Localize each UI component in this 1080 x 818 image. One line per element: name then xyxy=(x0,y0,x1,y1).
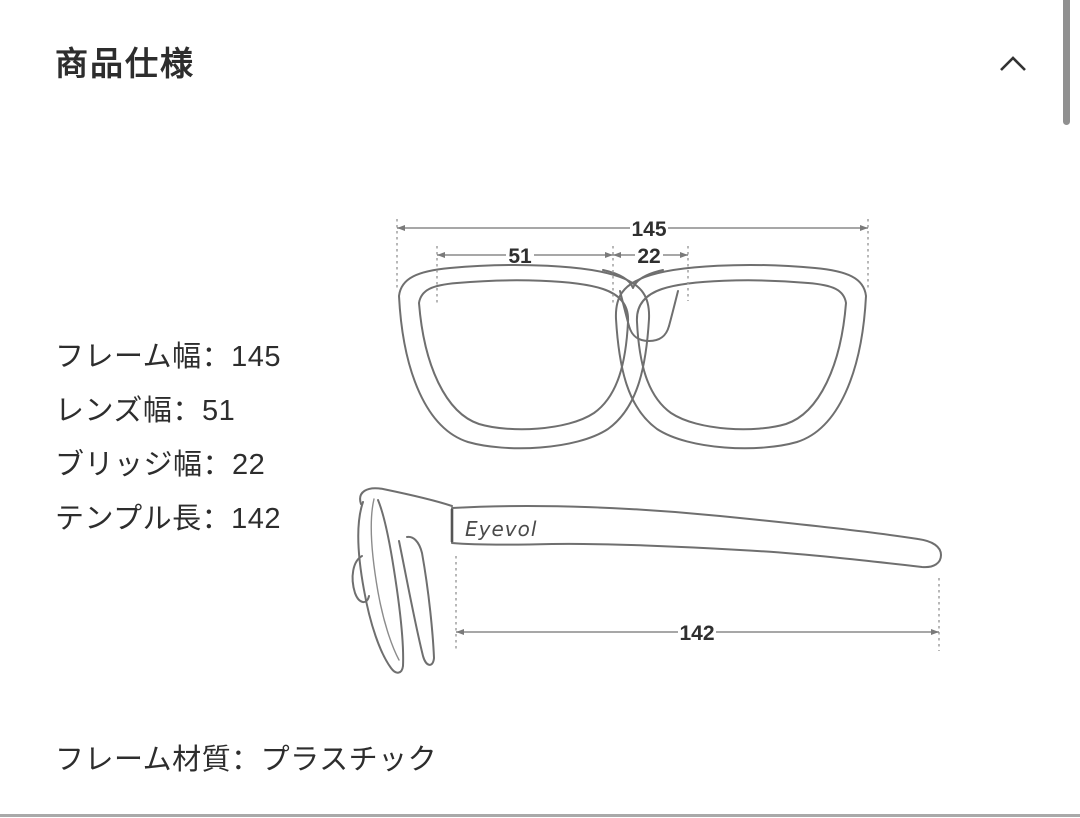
spec-label: レンズ幅 xyxy=(55,395,173,427)
brand-logo-text: Eyevol xyxy=(465,517,537,541)
spec-separator: ： xyxy=(201,503,232,535)
dimension-value-bridge-width: 22 xyxy=(637,245,660,268)
spec-row-frame-width: フレーム幅：145 xyxy=(55,330,281,384)
chevron-up-icon[interactable] xyxy=(998,54,1028,74)
side-lens-edge xyxy=(370,498,400,661)
dimension-value-frame-width: 145 xyxy=(631,218,666,241)
spec-label: テンプル長 xyxy=(55,503,202,535)
bridge-left-slant xyxy=(619,290,630,327)
side-rim-lower-band xyxy=(398,535,435,666)
side-frame-front-rim xyxy=(357,499,405,674)
bridge-right-slant xyxy=(668,290,679,327)
dimension-frame-width: 145 xyxy=(396,218,869,291)
left-lens-inner-rim xyxy=(418,279,630,431)
dimension-value-temple-length: 142 xyxy=(679,622,714,645)
nose-bridge-curve xyxy=(628,325,670,342)
spec-value: 142 xyxy=(231,503,282,535)
spec-separator: ： xyxy=(172,395,202,427)
spec-label: ブリッジ幅 xyxy=(55,449,203,481)
scrollbar-thumb[interactable] xyxy=(1063,0,1070,125)
spec-separator: ： xyxy=(202,449,233,481)
glasses-front-view xyxy=(398,264,867,450)
bottom-divider xyxy=(0,814,1080,817)
dimension-temple-length: 142 xyxy=(455,556,940,651)
spec-separator: ： xyxy=(201,341,232,373)
spec-row-temple-length: テンプル長：142 xyxy=(55,492,281,546)
section-header[interactable]: 商品仕様 xyxy=(55,40,1040,88)
spec-row-bridge-width: ブリッジ幅：22 xyxy=(55,438,281,492)
dimension-lens-width: 51 xyxy=(436,245,614,305)
material-value: プラスチック xyxy=(260,744,438,776)
left-lens-outer-rim xyxy=(398,264,651,450)
spec-value: 51 xyxy=(201,395,236,427)
right-lens-outer-rim xyxy=(614,264,867,450)
dimension-bridge-width: 22 xyxy=(613,245,689,301)
material-row: フレーム材質：プラスチック xyxy=(55,740,437,780)
spec-list: フレーム幅：145 レンズ幅：51 ブリッジ幅：22 テンプル長：142 xyxy=(55,330,281,546)
spec-value: 22 xyxy=(232,449,266,481)
glasses-side-view: Eyevol xyxy=(351,487,942,674)
spec-row-lens-width: レンズ幅：51 xyxy=(55,384,281,438)
bridge-top-bar xyxy=(602,269,664,289)
spec-label: フレーム幅 xyxy=(55,341,202,373)
dimension-value-lens-width: 51 xyxy=(508,245,532,268)
spec-separator: ： xyxy=(231,744,261,776)
spec-value: 145 xyxy=(231,341,282,373)
right-lens-inner-rim xyxy=(635,279,847,431)
section-title: 商品仕様 xyxy=(55,45,195,83)
side-nose-pad xyxy=(351,555,370,603)
side-frame-top-cap xyxy=(359,487,453,507)
material-label: フレーム材質 xyxy=(55,744,232,776)
temple-arm-outline xyxy=(451,505,942,569)
